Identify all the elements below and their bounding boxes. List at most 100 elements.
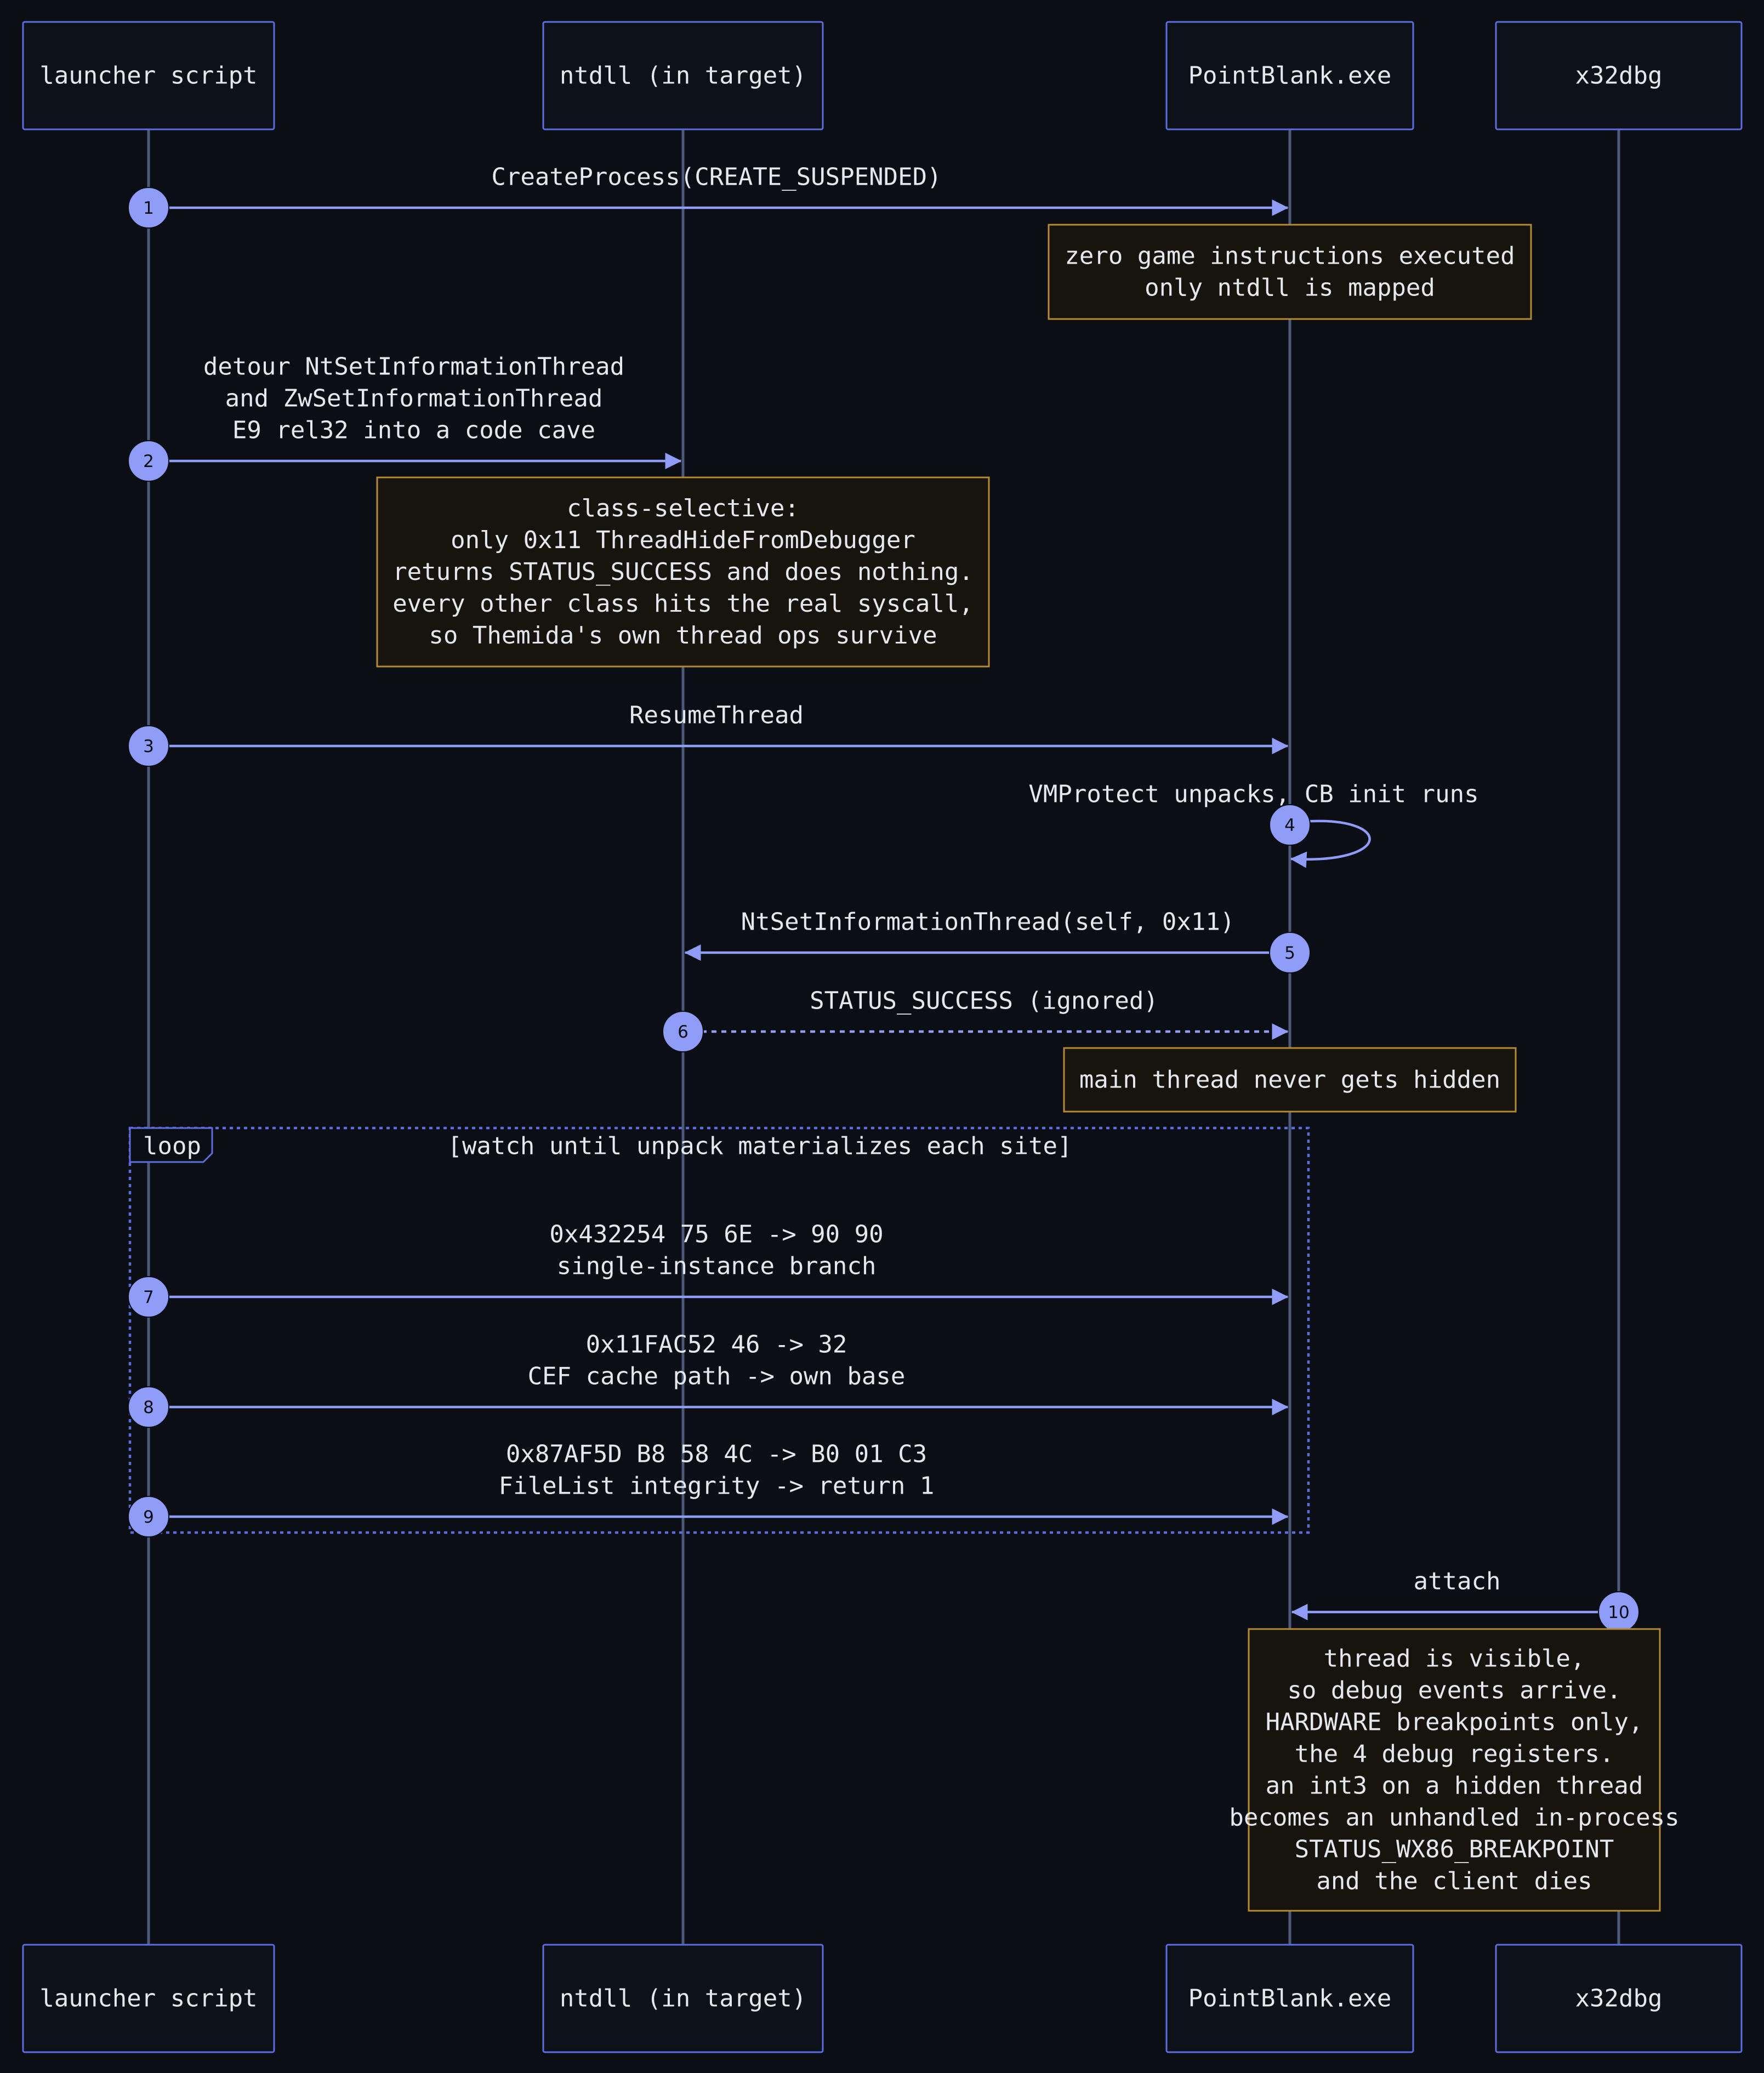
badge-number: 9 (143, 1507, 154, 1527)
sequence-number-badge: 5 (1269, 932, 1311, 973)
message-label: 0x11FAC52 46 -> 32 (586, 1331, 847, 1359)
actor-launcher-bottom: launcher script (22, 1944, 275, 2053)
loop-frame: loop[watch until unpack materializes eac… (128, 1126, 1310, 1534)
message-label: detour NtSetInformationThread (203, 353, 624, 381)
message-label: STATUS_SUCCESS (ignored) (810, 987, 1158, 1015)
message-10: attach 10 (1291, 1568, 1640, 1633)
note-line: every other class hits the real syscall, (392, 590, 974, 618)
note-line: an int3 on a hidden thread (1266, 1772, 1643, 1800)
badge-circle (128, 187, 169, 229)
sequence-number-badge: 3 (128, 725, 169, 767)
actor-box (22, 1944, 275, 2053)
badge-circle (1269, 804, 1311, 846)
badge-circle (128, 725, 169, 767)
message-label: ResumeThread (629, 702, 804, 730)
badge-number: 7 (143, 1288, 154, 1307)
actor-dbg-bottom: x32dbg (1495, 1944, 1743, 2053)
badge-circle (662, 1011, 704, 1052)
actor-label: ntdll (in target) (560, 62, 806, 90)
message-label: VMProtect unpacks, CB init runs (1028, 781, 1478, 808)
note-line: so debug events arrive. (1287, 1677, 1621, 1705)
badge-number: 2 (143, 452, 154, 471)
message-label: NtSetInformationThread(self, 0x11) (741, 908, 1235, 936)
message-label: attach (1414, 1568, 1501, 1596)
actor-label: PointBlank.exe (1188, 1985, 1392, 2013)
actor-label: x32dbg (1575, 1985, 1663, 2013)
sequence-number-badge: 10 (1598, 1591, 1640, 1633)
message-label: FileList integrity -> return 1 (499, 1472, 935, 1500)
message-2: detour NtSetInformationThread and ZwSetIn… (128, 353, 682, 482)
note-line: HARDWARE breakpoints only, (1266, 1708, 1643, 1736)
badge-number: 4 (1284, 816, 1295, 835)
badge-number: 1 (143, 198, 154, 218)
message-label: CEF cache path -> own base (528, 1363, 906, 1391)
message-label: single-instance branch (557, 1252, 877, 1280)
note-box (1048, 224, 1532, 320)
note-line: main thread never gets hidden (1079, 1066, 1500, 1094)
note-line: class-selective: (567, 494, 799, 522)
note-line: becomes an unhandled in-process (1229, 1804, 1679, 1832)
note-line: the 4 debug registers. (1295, 1740, 1614, 1768)
actor-label: launcher script (39, 62, 257, 90)
loop-layer: loop[watch until unpack materializes eac… (128, 1126, 1310, 1534)
sequence-number-badge: 6 (662, 1011, 704, 1052)
actor-label: ntdll (in target) (560, 1985, 806, 2013)
actor-box (1165, 21, 1414, 130)
note-line: returns STATUS_SUCCESS and does nothing. (392, 558, 974, 586)
actor-label: PointBlank.exe (1188, 62, 1392, 90)
note-line: only ntdll is mapped (1145, 274, 1435, 302)
message-label: E9 rel32 into a code cave (232, 417, 595, 445)
badge-number: 10 (1608, 1603, 1629, 1622)
message-4: VMProtect unpacks, CB init runs 4 (1028, 781, 1479, 868)
badge-number: 5 (1284, 943, 1295, 963)
message-3: ResumeThread 3 (128, 702, 1289, 767)
badge-circle (128, 1276, 169, 1318)
badge-number: 6 (678, 1022, 688, 1042)
actor-box (542, 21, 824, 130)
note-line: STATUS_WX86_BREAKPOINT (1295, 1836, 1614, 1864)
sequence-number-badge: 7 (128, 1276, 169, 1318)
message-6: STATUS_SUCCESS (ignored) 6 (662, 987, 1289, 1052)
badge-circle (128, 440, 169, 482)
actor-box (1495, 21, 1743, 130)
message-label: CreateProcess(CREATE_SUSPENDED) (491, 163, 941, 191)
actor-ntdll-bottom: ntdll (in target) (542, 1944, 824, 2053)
sequence-number-badge: 1 (128, 187, 169, 229)
badge-number: 8 (143, 1398, 154, 1417)
actor-ntdll-top: ntdll (in target) (542, 21, 824, 130)
message-label: 0x432254 75 6E -> 90 90 (549, 1221, 883, 1249)
actor-launcher-top: launcher script (22, 21, 275, 130)
sequence-number-badge: 8 (128, 1386, 169, 1428)
sequence-number-badge: 9 (128, 1496, 169, 1537)
actor-label: x32dbg (1575, 62, 1663, 90)
message-1: CreateProcess(CREATE_SUSPENDED) 1 (128, 163, 1289, 229)
note-not-hidden: main thread never gets hidden (1063, 1047, 1517, 1113)
messages: CreateProcess(CREATE_SUSPENDED) 1 detour N… (128, 163, 1640, 1633)
note-class-selective: class-selective: only 0x11 ThreadHideFrom… (376, 476, 990, 668)
message-arrow (1290, 819, 1371, 868)
badge-number: 3 (143, 737, 154, 756)
actor-pb-top: PointBlank.exe (1165, 21, 1414, 130)
note-line: and the client dies (1316, 1867, 1592, 1895)
actor-box (542, 1944, 824, 2053)
message-8: 0x11FAC52 46 -> 32 CEF cache path -> own … (128, 1331, 1289, 1428)
actor-pb-bottom: PointBlank.exe (1165, 1944, 1414, 2053)
badge-circle (128, 1386, 169, 1428)
message-5: NtSetInformationThread(self, 0x11) 5 (684, 908, 1311, 973)
actor-dbg-top: x32dbg (1495, 21, 1743, 130)
note-box (1248, 1628, 1661, 1912)
loop-tab (129, 1127, 213, 1163)
message-7: 0x432254 75 6E -> 90 90 single-instance b… (128, 1221, 1289, 1318)
message-label: and ZwSetInformationThread (225, 385, 603, 413)
sequence-number-badge: 4 (1269, 804, 1311, 846)
actor-box (1495, 1944, 1743, 2053)
badge-circle (128, 1496, 169, 1537)
note-box (376, 476, 990, 668)
actor-label: launcher script (39, 1985, 257, 2013)
note-line: only 0x11 ThreadHideFromDebugger (451, 526, 915, 554)
note-line: so Themida's own thread ops survive (429, 622, 937, 650)
